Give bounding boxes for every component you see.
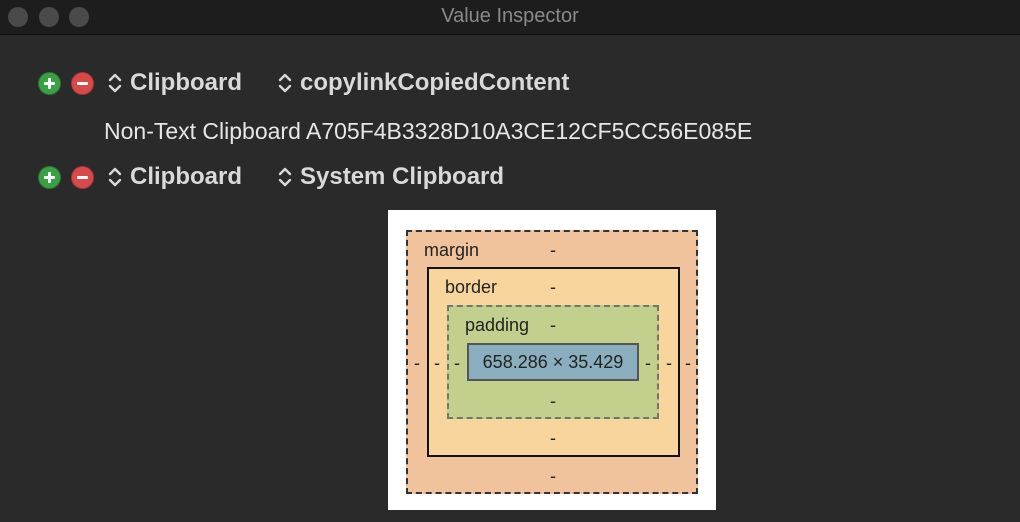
- category-selector[interactable]: Clipboard: [108, 69, 258, 97]
- plus-icon-vertical: [48, 77, 51, 89]
- margin-top-value: -: [550, 240, 556, 260]
- up-down-chevron-icon: [108, 165, 122, 189]
- border-label: border: [445, 277, 498, 297]
- window-title: Value Inspector: [441, 5, 579, 27]
- up-down-chevron-icon: [278, 71, 292, 95]
- key-selector[interactable]: copylinkCopiedContent: [278, 69, 569, 97]
- title-bar: Value Inspector: [0, 0, 1020, 35]
- add-row-button[interactable]: [38, 165, 61, 189]
- plus-icon-vertical: [48, 171, 51, 183]
- border-top-value: -: [550, 277, 556, 297]
- margin-right-value: -: [685, 353, 691, 373]
- key-label: copylinkCopiedContent: [300, 69, 570, 96]
- add-row-button[interactable]: [38, 71, 61, 95]
- up-down-chevron-icon: [108, 71, 122, 95]
- remove-row-button[interactable]: [71, 71, 94, 95]
- border-right-value: -: [666, 353, 672, 373]
- padding-label: padding: [465, 315, 530, 335]
- margin-left-value: -: [414, 353, 420, 373]
- border-bottom-value: -: [550, 428, 556, 448]
- padding-right-value: -: [645, 353, 651, 373]
- padding-top-value: -: [550, 315, 556, 335]
- minus-icon: [77, 81, 88, 85]
- inspector-row-2: Clipboard System Clipboard: [38, 162, 504, 192]
- margin-label: margin: [424, 240, 480, 260]
- inspector-row-1: Clipboard copylinkCopiedContent: [38, 68, 569, 98]
- clipboard-value-text: Non-Text Clipboard A705F4B3328D10A3CE12C…: [104, 118, 753, 144]
- border-left-value: -: [434, 353, 440, 373]
- margin-bottom-value: -: [550, 466, 556, 486]
- minimize-window-button[interactable]: [39, 7, 59, 27]
- close-window-button[interactable]: [8, 7, 28, 27]
- zoom-window-button[interactable]: [69, 7, 89, 27]
- key-selector[interactable]: System Clipboard: [278, 163, 504, 191]
- up-down-chevron-icon: [278, 165, 292, 189]
- category-label: Clipboard: [130, 69, 242, 96]
- remove-row-button[interactable]: [71, 165, 94, 189]
- category-label: Clipboard: [130, 163, 242, 190]
- category-selector[interactable]: Clipboard: [108, 163, 258, 191]
- padding-bottom-value: -: [550, 391, 556, 411]
- padding-left-value: -: [454, 353, 460, 373]
- box-model-content-size: 658.286 × 35.429: [467, 343, 639, 381]
- minus-icon: [77, 175, 88, 179]
- key-label: System Clipboard: [300, 163, 505, 190]
- box-model-image: 658.286 × 35.429 margin border padding -…: [388, 210, 716, 510]
